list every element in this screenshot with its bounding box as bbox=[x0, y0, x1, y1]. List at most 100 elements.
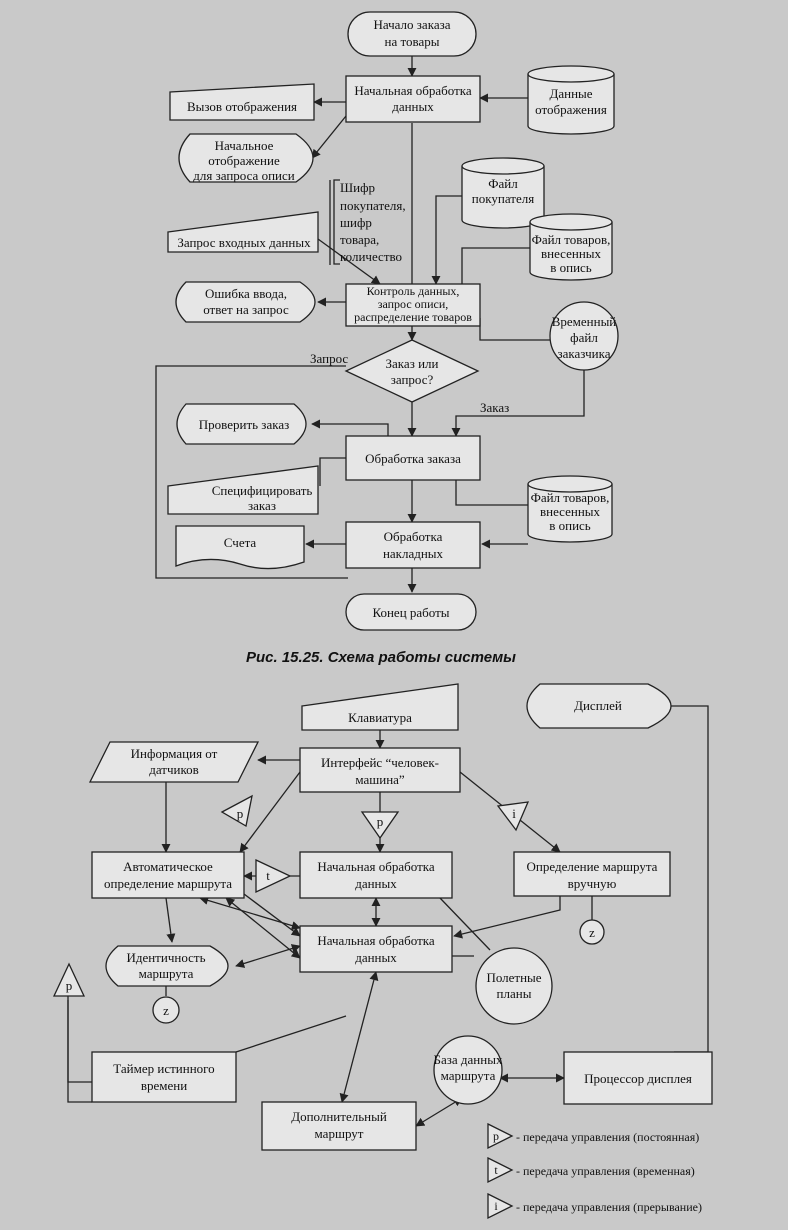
hmi-label-2: машина” bbox=[355, 772, 405, 787]
control-label-3: распределение товаров bbox=[354, 310, 472, 324]
legend-item-permanent: p - передача управления (постоянная) bbox=[487, 1122, 699, 1150]
legend-text-temporary: - передача управления (временная) bbox=[516, 1164, 695, 1178]
specify-order-label-1: Специфицировать bbox=[212, 483, 313, 498]
waybill-processing-box: Обработка накладных bbox=[345, 521, 481, 569]
flag-p-3: p bbox=[52, 962, 86, 997]
display-processor-label: Процессор дисплея bbox=[584, 1071, 692, 1086]
input-error-display: Ошибка ввода, ответ на запрос bbox=[175, 281, 316, 323]
route-identity-label-2: маршрута bbox=[139, 966, 194, 981]
display-data-cylinder: Данные отображения bbox=[527, 65, 615, 135]
start-label-1: Начало заказа bbox=[374, 17, 451, 32]
input-request-input: Запрос входных данных bbox=[167, 211, 319, 253]
route-db-circle: База данных маршрута bbox=[433, 1035, 503, 1105]
route-identity-label-1: Идентичность bbox=[126, 950, 205, 965]
initial-processing-1-box: Начальная обработка данных bbox=[299, 851, 453, 899]
codes-note-2: покупателя, bbox=[340, 198, 406, 213]
flag-i-1: i bbox=[496, 801, 530, 832]
display-call-label: Вызов отображения bbox=[187, 99, 297, 114]
initial-display-label-2: отображение bbox=[208, 153, 280, 168]
hmi-label-1: Интерфейс “человек- bbox=[321, 755, 439, 770]
order-branch-label: Заказ bbox=[480, 400, 509, 415]
display-processor-box: Процессор дисплея bbox=[563, 1051, 713, 1105]
goods-file-1-label-1: Файл товаров, bbox=[532, 232, 611, 247]
flag-t-label: t bbox=[266, 868, 270, 883]
goods-file-2-label-2: внесенных bbox=[540, 504, 601, 519]
extra-route-label-1: Дополнительный bbox=[291, 1109, 387, 1124]
ip2-label-1: Начальная обработка bbox=[317, 933, 435, 948]
goods-file-cylinder-2: Файл товаров, внесенных в опись bbox=[527, 475, 613, 543]
initial-processing-box: Начальная обработка данных bbox=[345, 75, 481, 123]
specify-order-label-2: заказ bbox=[248, 498, 276, 513]
display-call-input: Вызов отображения bbox=[169, 83, 315, 121]
control-label-2: запрос описи, bbox=[378, 297, 449, 311]
temp-file-label-2: файл bbox=[570, 330, 598, 345]
codes-note-4: товара, bbox=[340, 232, 379, 247]
legend-text-permanent: - передача управления (постоянная) bbox=[516, 1130, 699, 1144]
temp-file-label-1: Временный bbox=[552, 314, 617, 329]
ip2-label-2: данных bbox=[355, 950, 397, 965]
input-error-label-1: Ошибка ввода, bbox=[205, 286, 287, 301]
extra-route-box: Дополнительный маршрут bbox=[261, 1101, 417, 1151]
codes-annotation: Шифр покупателя, шифр товара, количество bbox=[333, 179, 406, 265]
flag-p-1-label: p bbox=[237, 806, 244, 821]
goods-file-2-label-1: Файл товаров, bbox=[531, 490, 610, 505]
order-processing-box: Обработка заказа bbox=[345, 435, 481, 481]
ip1-label-1: Начальная обработка bbox=[317, 859, 435, 874]
initial-processing-label-2: данных bbox=[392, 99, 434, 114]
start-label-2: на товары bbox=[385, 34, 440, 49]
flight-plans-circle: Полетные планы bbox=[475, 947, 553, 1025]
route-identity-display: Идентичность маршрута bbox=[105, 945, 229, 987]
top-flowchart: Начало заказа на товары Начальная обрабо… bbox=[155, 11, 619, 666]
decision-label-1: Заказ или bbox=[386, 356, 439, 371]
waybill-label-1: Обработка bbox=[384, 529, 443, 544]
end-label: Конец работы bbox=[372, 605, 449, 620]
route-db-label-2: маршрута bbox=[441, 1068, 496, 1083]
buyer-file-cylinder: Файл покупателя bbox=[461, 157, 545, 229]
route-db-label-1: База данных bbox=[434, 1052, 503, 1067]
ip1-label-2: данных bbox=[355, 876, 397, 891]
figure-caption: Рис. 15.25. Схема работы системы bbox=[246, 649, 516, 666]
control-box: Контроль данных, запрос описи, распредел… bbox=[345, 283, 481, 327]
order-processing-label: Обработка заказа bbox=[365, 451, 461, 466]
sensor-info-label-2: датчиков bbox=[149, 762, 199, 777]
flag-t: t bbox=[255, 858, 292, 894]
initial-display-label-1: Начальное bbox=[215, 138, 274, 153]
check-order-display: Проверить заказ bbox=[176, 403, 307, 445]
invoices-label: Счета bbox=[224, 535, 257, 550]
hmi-box: Интерфейс “человек- машина” bbox=[299, 747, 461, 793]
display-data-label-2: отображения bbox=[535, 102, 607, 117]
initial-processing-label-1: Начальная обработка bbox=[354, 83, 472, 98]
goods-file-cylinder-1: Файл товаров, внесенных в опись bbox=[529, 213, 613, 281]
check-order-label: Проверить заказ bbox=[199, 417, 289, 432]
temp-file-circle: Временный файл заказчика bbox=[549, 301, 619, 371]
invoices-document: Счета bbox=[175, 525, 305, 570]
keyboard-input: Клавиатура bbox=[301, 683, 459, 731]
manual-route-label-1: Определение маршрута bbox=[527, 859, 658, 874]
codes-note-3: шифр bbox=[340, 215, 372, 230]
terminator-z-1: z bbox=[579, 919, 605, 945]
request-branch-label: Запрос bbox=[310, 351, 348, 366]
initial-display-label-3: для запроса описи bbox=[193, 168, 294, 183]
legend-symbol-t: t bbox=[494, 1163, 498, 1177]
sensor-info-data: Информация от датчиков bbox=[88, 741, 260, 783]
display-data-label-1: Данные bbox=[549, 86, 592, 101]
start-terminator: Начало заказа на товары bbox=[347, 11, 477, 57]
timer-box: Таймер истинного времени bbox=[91, 1051, 237, 1103]
specify-order-input: Специфицировать заказ bbox=[167, 465, 319, 515]
end-terminator: Конец работы bbox=[345, 593, 477, 631]
input-request-label: Запрос входных данных bbox=[177, 235, 311, 250]
buyer-file-label-1: Файл bbox=[488, 176, 518, 191]
legend-item-interrupt: i - передача управления (прерывание) bbox=[487, 1192, 702, 1220]
auto-route-label-2: определение маршрута bbox=[104, 876, 232, 891]
z2-label: z bbox=[163, 1003, 169, 1018]
goods-file-1-label-2: внесенных bbox=[541, 246, 602, 261]
codes-note-5: количество bbox=[340, 249, 402, 264]
decision-label-2: запрос? bbox=[391, 372, 434, 387]
initial-processing-2-box: Начальная обработка данных bbox=[299, 925, 453, 973]
legend-text-interrupt: - передача управления (прерывание) bbox=[516, 1200, 702, 1214]
flag-p-3-label: p bbox=[66, 978, 73, 993]
input-error-label-2: ответ на запрос bbox=[203, 302, 289, 317]
flight-plans-label-2: планы bbox=[497, 986, 532, 1001]
timer-label-2: времени bbox=[141, 1078, 187, 1093]
display-shape: Дисплей bbox=[526, 683, 672, 729]
